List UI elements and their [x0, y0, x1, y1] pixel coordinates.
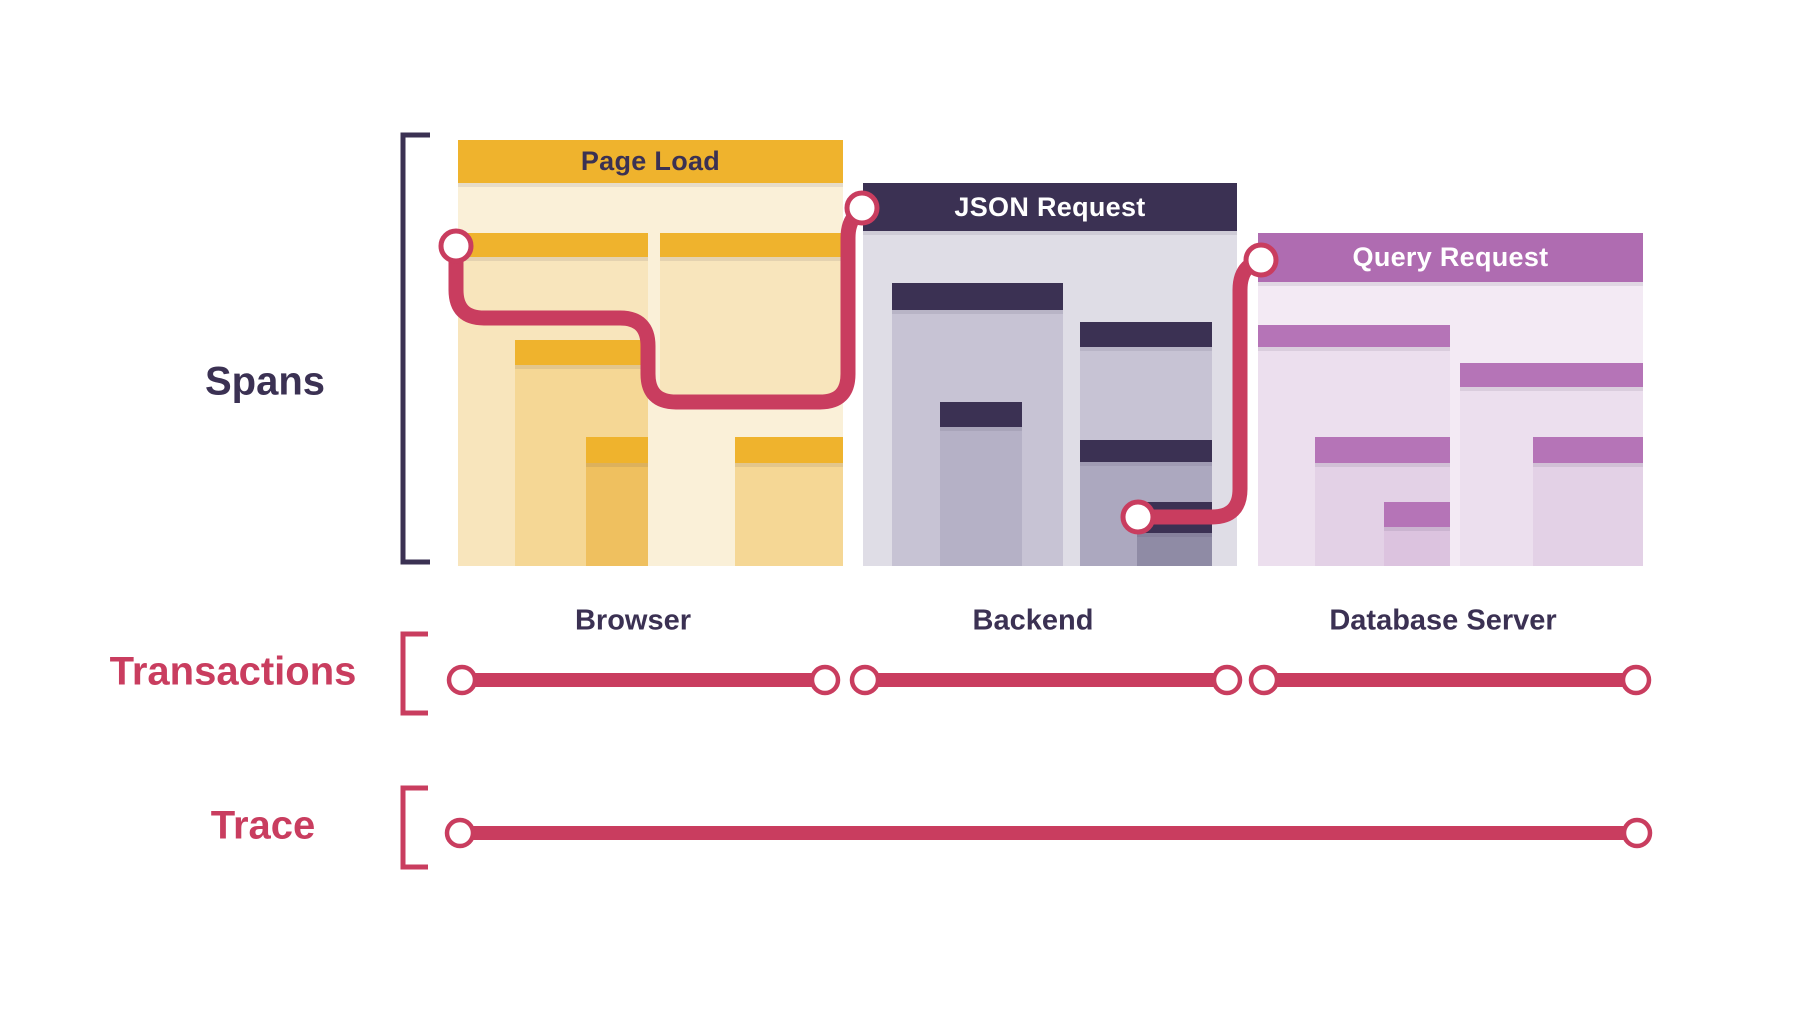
browser-panel-title: Page Load	[580, 146, 721, 176]
spans-row-label: Spans	[204, 359, 326, 404]
server-label-database: Database Server	[1329, 604, 1557, 637]
trace-row-label: Trace	[210, 803, 316, 848]
transactions-bracket	[400, 631, 428, 716]
browser-right-grandchild-span-body	[735, 463, 843, 566]
database-panel-header: Query Request	[1258, 233, 1643, 282]
database-child-span-left-header	[1258, 325, 1450, 347]
backend-right-grandchild-span-header	[1080, 440, 1212, 462]
backend-child-span-left-header	[892, 283, 1063, 310]
backend-greatgrandchild-span-header	[1137, 502, 1212, 533]
backend-child-span-right-header	[1080, 322, 1212, 347]
endpoint-marker-transaction2-start	[849, 664, 881, 696]
browser-child-span-left-header	[458, 233, 648, 257]
backend-panel-header: JSON Request	[863, 183, 1237, 231]
browser-child-span-right-body	[660, 257, 843, 399]
browser-greatgrandchild-span-header	[586, 437, 648, 463]
spans-bracket	[400, 132, 430, 565]
database-right-grandchild-span-header	[1533, 437, 1643, 463]
transactions-row-label: Transactions	[109, 649, 357, 694]
database-right-grandchild-span-body	[1533, 463, 1643, 566]
server-label-browser: Browser	[574, 604, 692, 637]
endpoint-marker-trace-start	[444, 817, 476, 849]
endpoint-marker-trace-end	[1621, 817, 1653, 849]
database-child-span-right-header	[1460, 363, 1643, 387]
server-label-backend: Backend	[972, 604, 1094, 637]
browser-greatgrandchild-span-body	[586, 463, 648, 566]
endpoint-marker-transaction3-start	[1248, 664, 1280, 696]
backend-greatgrandchild-span-body	[1137, 533, 1212, 566]
database-grandchild-span-header	[1315, 437, 1450, 463]
backend-grandchild-span-body	[940, 427, 1022, 566]
endpoint-marker-transaction1-end	[809, 664, 841, 696]
browser-grandchild-span-header	[515, 340, 648, 365]
endpoint-marker-transaction2-end	[1211, 664, 1243, 696]
backend-panel-title: JSON Request	[954, 191, 1146, 222]
database-greatgrandchild-span-body	[1384, 527, 1450, 566]
endpoint-marker-transaction3-end	[1620, 664, 1652, 696]
database-panel-title: Query Request	[1352, 242, 1549, 272]
browser-panel-header: Page Load	[458, 140, 843, 183]
backend-grandchild-span-header	[940, 402, 1022, 427]
trace-bracket	[400, 785, 428, 870]
browser-right-grandchild-span-header	[735, 437, 843, 463]
endpoint-marker-transaction1-start	[446, 664, 478, 696]
database-greatgrandchild-span-header	[1384, 502, 1450, 527]
browser-child-span-right-header	[660, 233, 843, 257]
